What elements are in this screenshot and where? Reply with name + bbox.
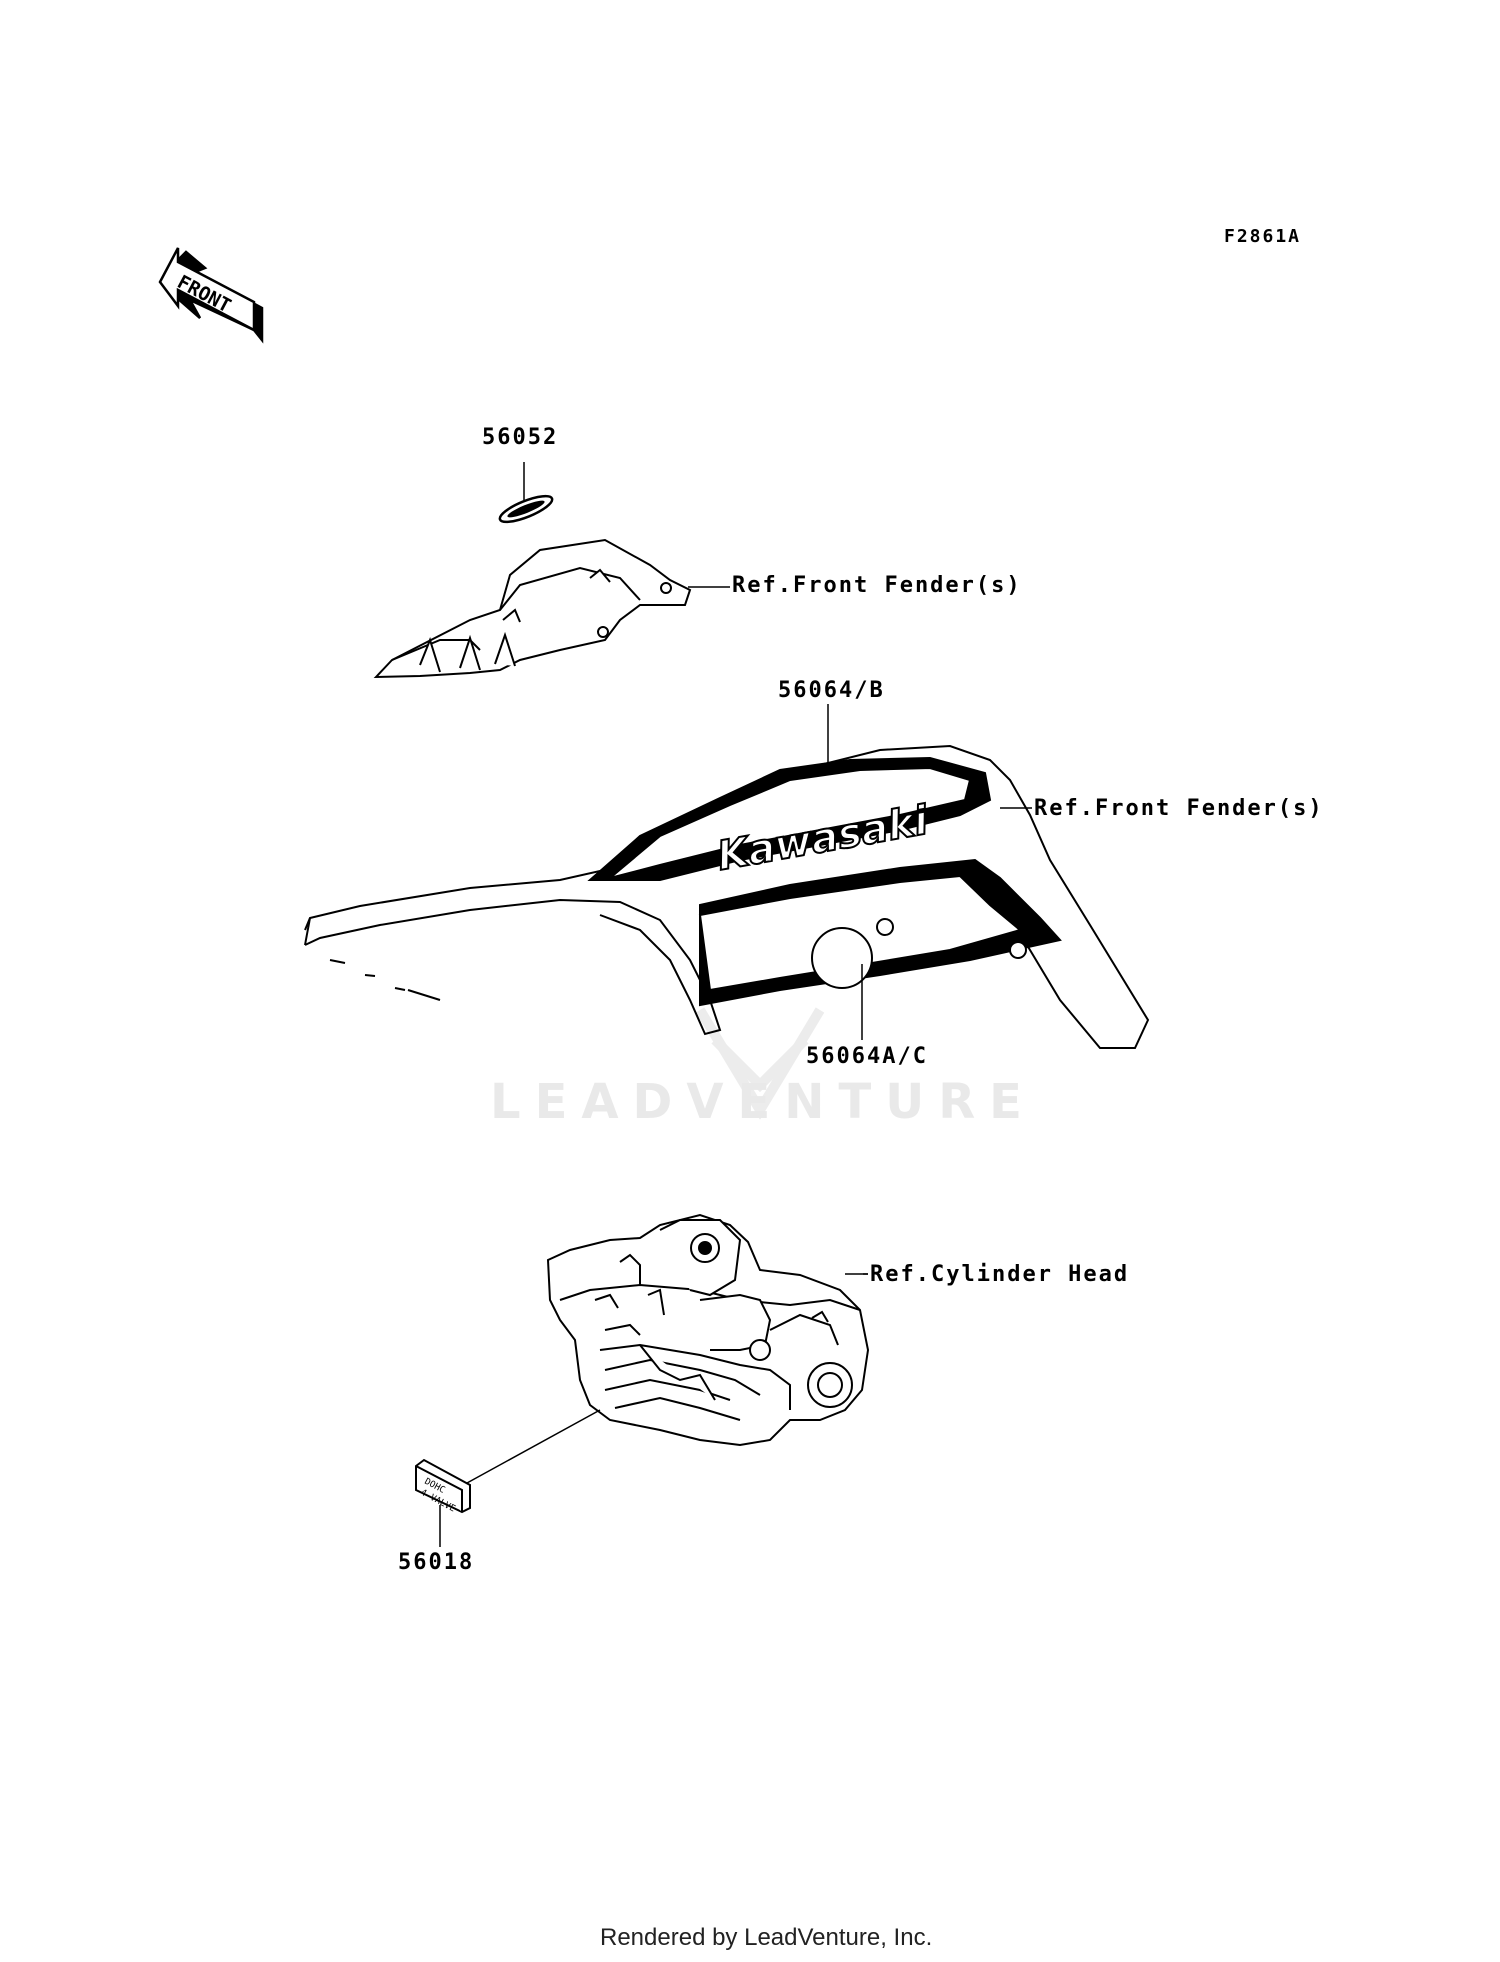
part-number-56064-b[interactable]: 56064/B xyxy=(778,678,885,703)
part-number-56018[interactable]: 56018 xyxy=(398,1550,475,1575)
footer-credit: Rendered by LeadVenture, Inc. xyxy=(600,1924,933,1951)
part-number-56064a-c[interactable]: 56064A/C xyxy=(806,1044,928,1069)
front-arrow-icon: FRONT xyxy=(158,247,264,344)
watermark-logo-icon xyxy=(695,1007,825,1120)
dohc-plate-icon: DOHC 4-VALVE xyxy=(415,1458,471,1514)
front-fender-main-icon: Kawasaki xyxy=(304,744,1150,1049)
watermark-text: LEADVENTURE xyxy=(490,1074,1036,1130)
ref-front-fender-main[interactable]: Ref.Front Fender(s) xyxy=(1034,796,1324,821)
cylinder-head-icon xyxy=(546,1213,870,1447)
part-number-56052[interactable]: 56052 xyxy=(482,425,559,450)
decal-56052-icon xyxy=(498,494,554,524)
ref-cylinder-head[interactable]: Ref.Cylinder Head xyxy=(870,1262,1130,1287)
diagram-code: F2861A xyxy=(1224,226,1302,247)
front-fender-small-icon xyxy=(373,538,692,679)
ref-front-fender-top[interactable]: Ref.Front Fender(s) xyxy=(732,573,1022,598)
